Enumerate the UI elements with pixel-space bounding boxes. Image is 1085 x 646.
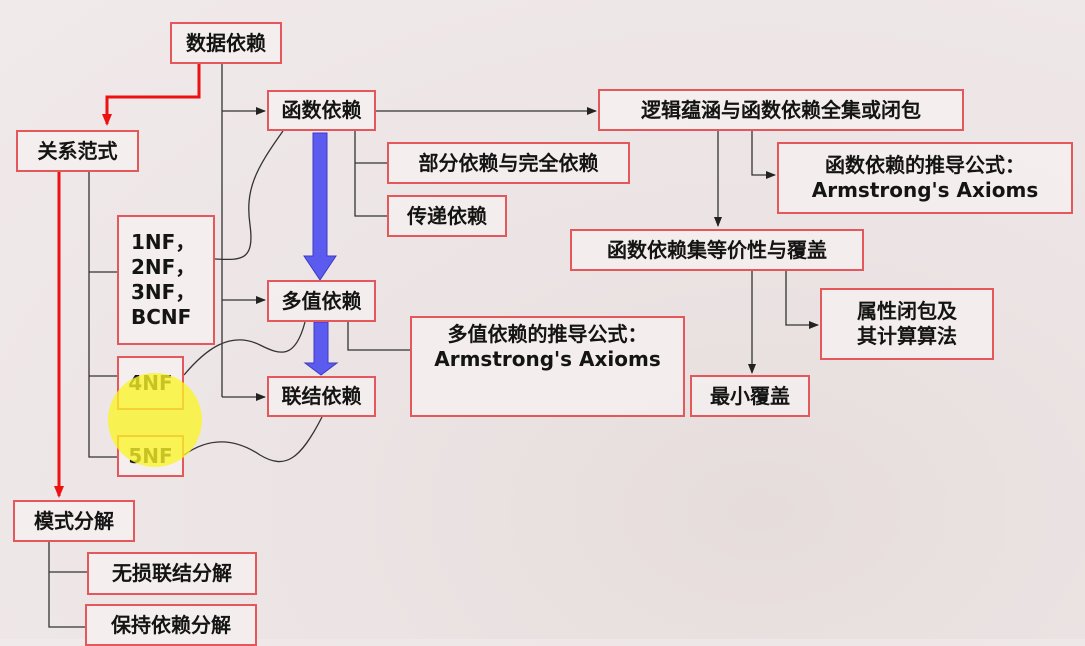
node-relational-normal-forms: 关系范式 bbox=[16, 130, 139, 172]
node-dependency-preserving: 保持依赖分解 bbox=[85, 604, 257, 646]
node-transitive-dependency: 传递依赖 bbox=[387, 195, 507, 237]
node-5nf: 5NF bbox=[117, 435, 184, 477]
node-mvd-axioms: 多值依赖的推导公式： Armstrong's Axioms bbox=[410, 316, 685, 417]
node-logical-implication-closure: 逻辑蕴涵与函数依赖全集或闭包 bbox=[598, 89, 964, 131]
blue-arrow-mvd-to-jd bbox=[303, 321, 339, 376]
node-1nf-2nf-3nf-bcnf: 1NF， 2NF， 3NF， BCNF bbox=[117, 215, 215, 345]
node-functional-dependency: 函数依赖 bbox=[267, 90, 376, 131]
node-fd-equivalence-cover: 函数依赖集等价性与覆盖 bbox=[570, 229, 864, 271]
node-schema-decomposition: 模式分解 bbox=[13, 500, 135, 542]
curve-fd-to-1nf bbox=[214, 130, 284, 261]
node-minimal-cover: 最小覆盖 bbox=[690, 375, 810, 417]
node-lossless-join: 无损联结分解 bbox=[87, 552, 257, 595]
curve-jd-to-5nf bbox=[183, 416, 323, 463]
blue-arrow-fd-to-mvd bbox=[303, 132, 337, 281]
node-attribute-closure: 属性闭包及 其计算算法 bbox=[820, 288, 994, 360]
node-multivalued-dependency: 多值依赖 bbox=[267, 280, 376, 322]
curve-mvd-to-4nf bbox=[183, 321, 306, 376]
node-data-dependency: 数据依赖 bbox=[170, 22, 282, 64]
node-4nf: 4NF bbox=[117, 356, 184, 410]
node-partial-full-dependency: 部分依赖与完全依赖 bbox=[387, 142, 630, 184]
red-arrow-to-normal-forms bbox=[102, 63, 201, 126]
node-join-dependency: 联结依赖 bbox=[267, 376, 376, 417]
node-fd-axioms: 函数依赖的推导公式： Armstrong's Axioms bbox=[777, 142, 1073, 214]
